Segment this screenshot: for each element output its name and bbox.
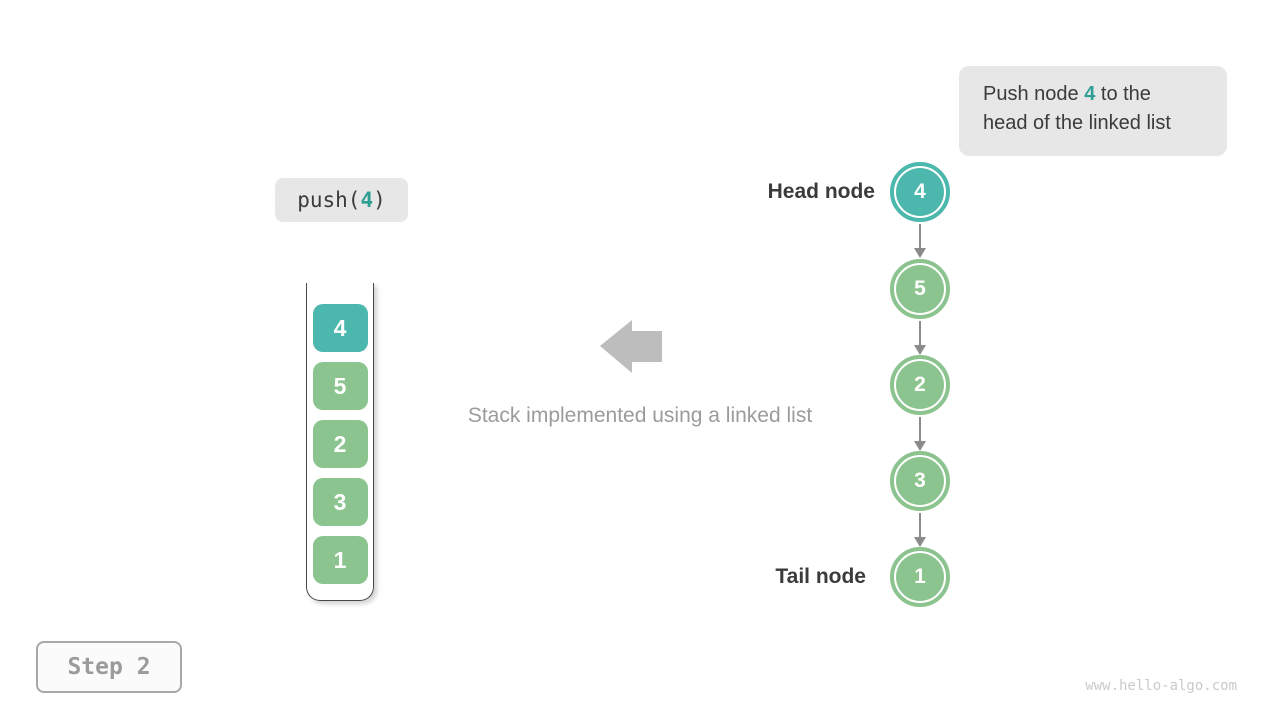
stack-item-value: 3 (333, 488, 347, 515)
operation-fn-close: ) (373, 188, 386, 212)
stack-item: 5 (312, 362, 368, 410)
linked-list-node: 4 (890, 162, 950, 222)
head-node-label: Head node (767, 180, 875, 203)
push-operation-chip: push(4) (275, 178, 408, 222)
linked-list-node: 1 (890, 547, 950, 607)
stack-item-value: 1 (333, 546, 347, 573)
down-arrow-icon (914, 513, 926, 548)
instruction-callout: Push node 4 to the head of the linked li… (959, 66, 1227, 156)
step-badge-label: Step 2 (67, 654, 151, 680)
operation-arg: 4 (360, 188, 374, 212)
stack-item-value: 5 (333, 372, 347, 399)
linked-list-node: 5 (890, 259, 950, 319)
linked-list-node: 3 (890, 451, 950, 511)
stack-item: 1 (312, 536, 368, 584)
step-badge: Step 2 (36, 641, 182, 693)
callout-line2: head of the linked list (983, 112, 1171, 134)
stack-item: 4 (312, 304, 368, 352)
linked-list-node-value: 4 (896, 168, 944, 216)
callout-line1-before: Push node (983, 83, 1085, 105)
down-arrow-icon (914, 321, 926, 356)
linked-list-node-value: 1 (896, 553, 944, 601)
left-block-arrow-icon (600, 320, 662, 373)
down-arrow-icon (914, 224, 926, 259)
callout-highlight-value: 4 (1084, 83, 1096, 105)
stack-item-value: 2 (333, 430, 347, 457)
tail-node-label: Tail node (775, 565, 866, 588)
linked-list-node-value: 5 (896, 265, 944, 313)
linked-list-node-value: 3 (896, 457, 944, 505)
caption: Stack implemented using a linked list (467, 404, 813, 427)
linked-list-node-value: 2 (896, 361, 944, 409)
stack-item-value: 4 (333, 314, 347, 341)
callout-line1-after: to the (1095, 83, 1151, 105)
down-arrow-icon (914, 417, 926, 452)
watermark: www.hello-algo.com (1085, 678, 1237, 694)
stack-item: 2 (312, 420, 368, 468)
stack-container: 4 5 2 3 1 (306, 283, 374, 601)
operation-fn-open: push( (297, 188, 361, 212)
linked-list-node: 2 (890, 355, 950, 415)
stack-item: 3 (312, 478, 368, 526)
